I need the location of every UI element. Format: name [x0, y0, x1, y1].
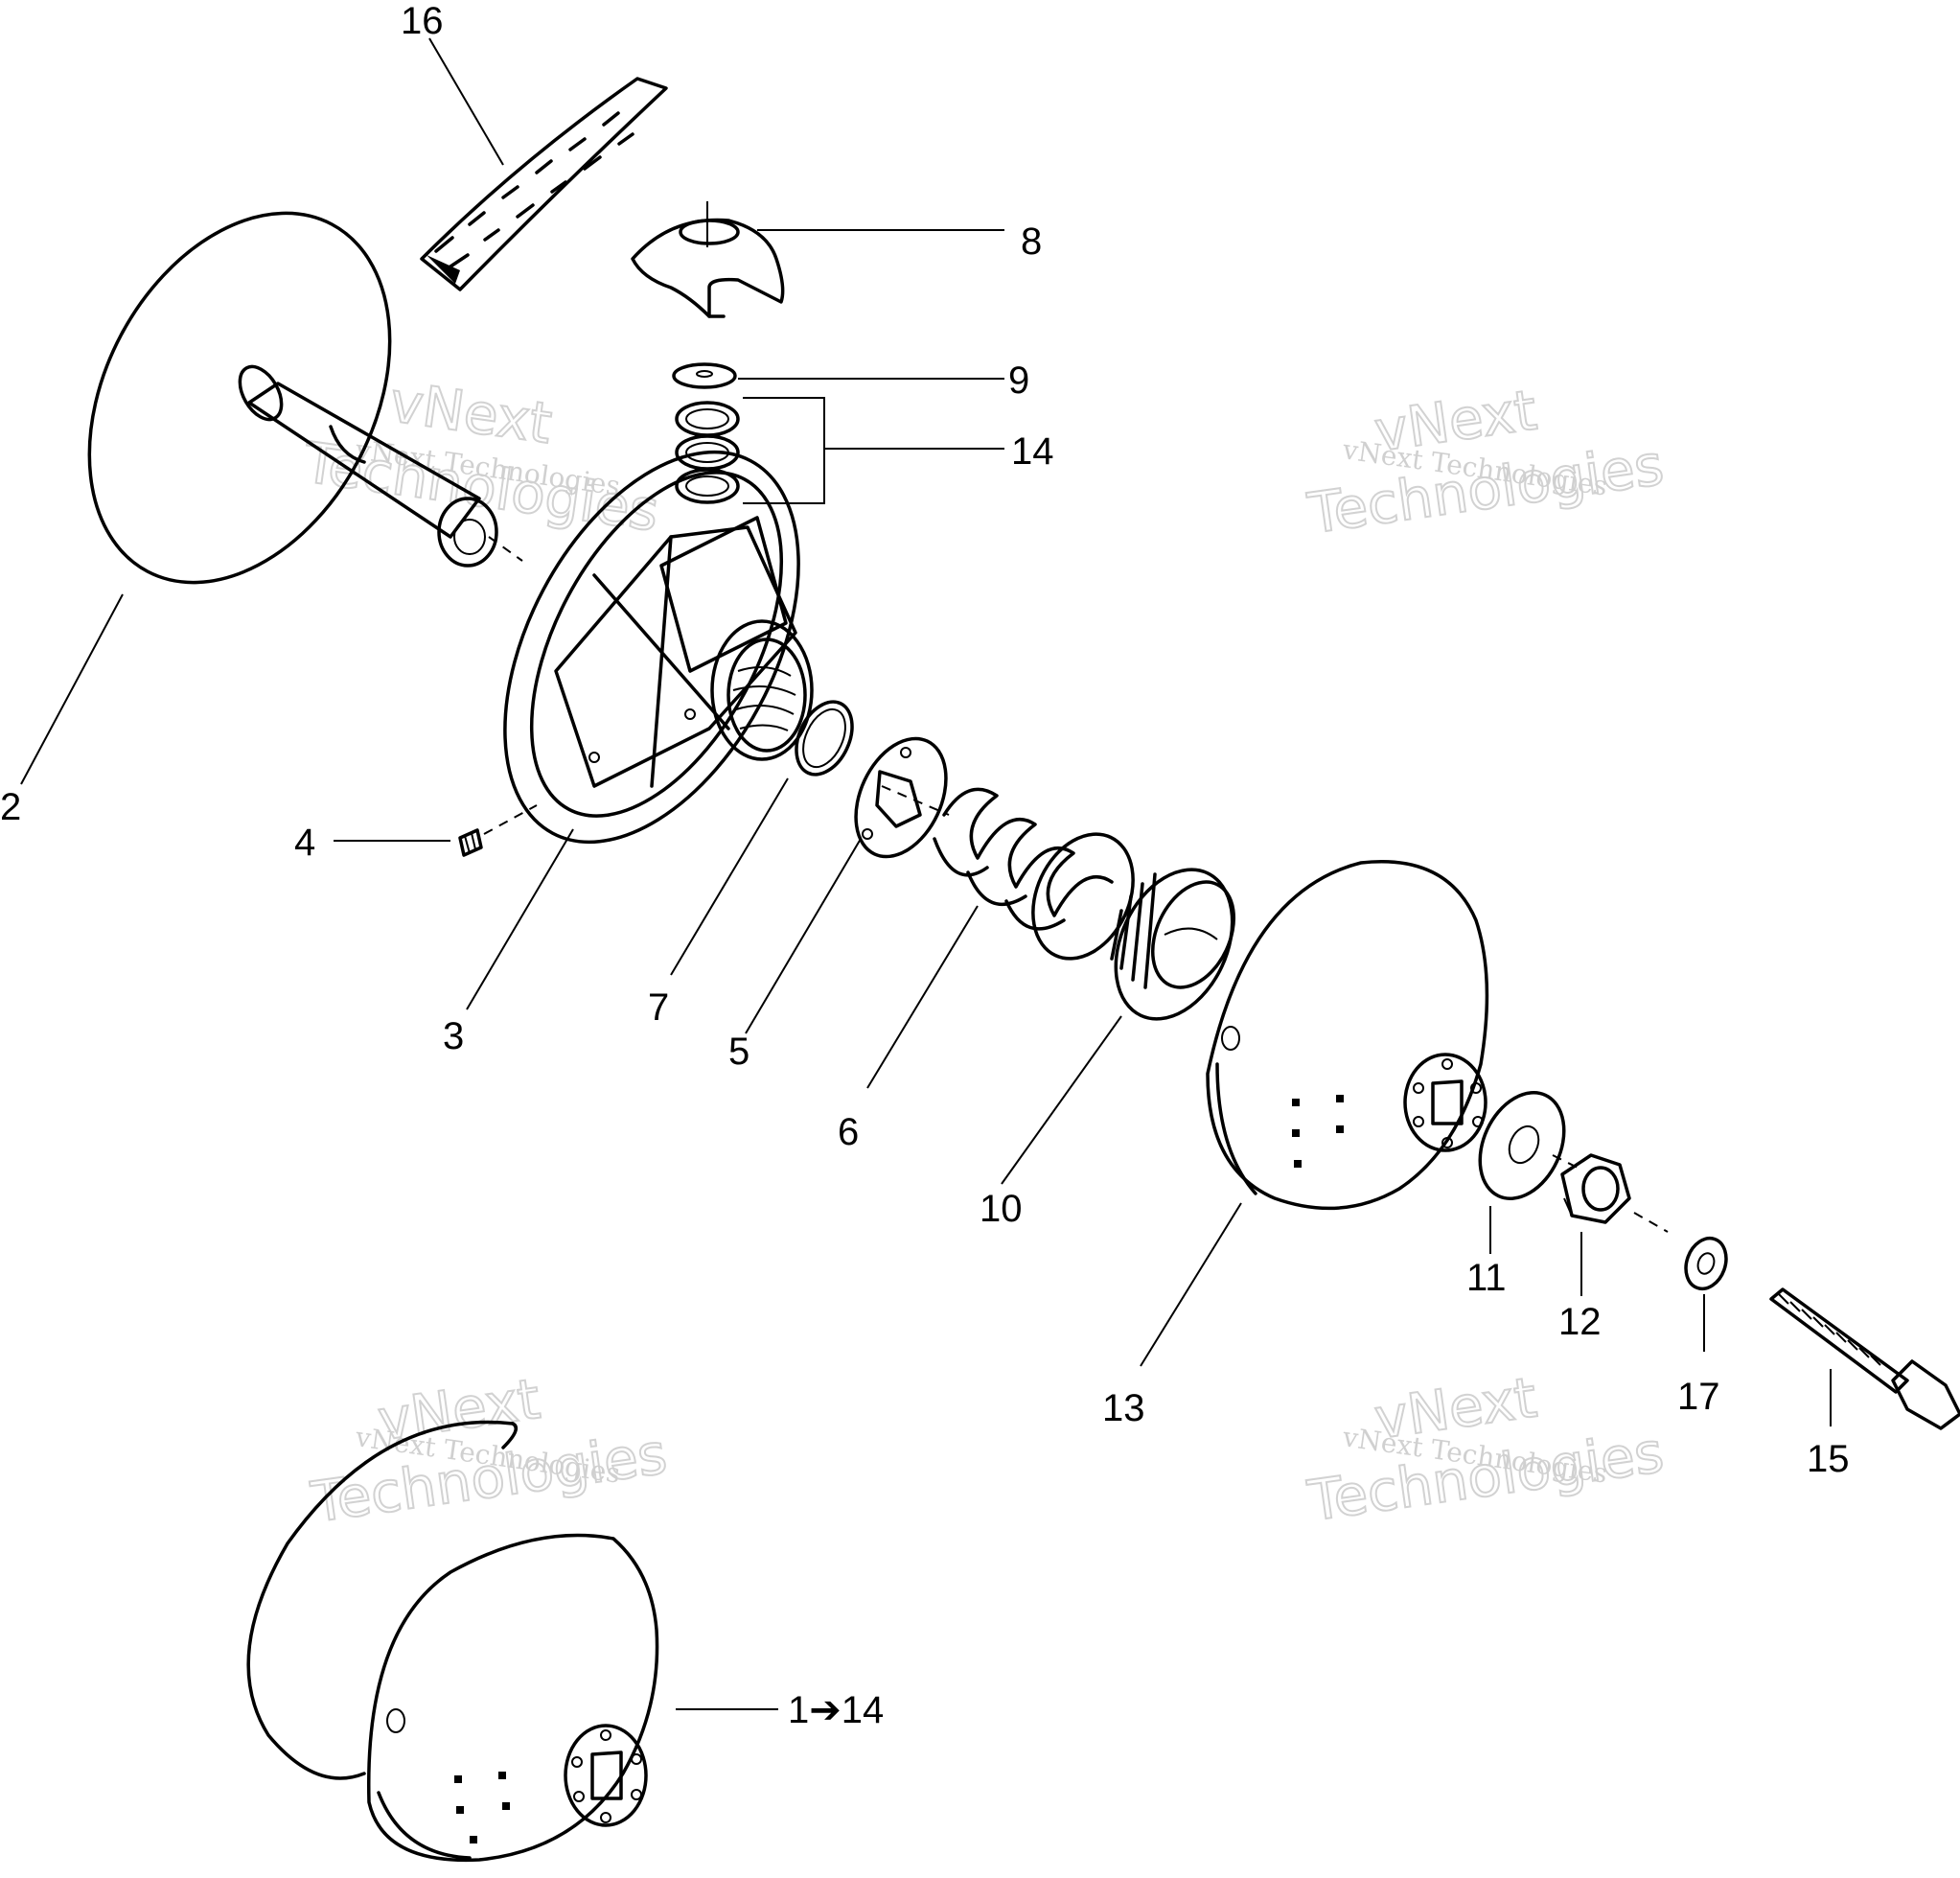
- washer-part-9: [672, 362, 737, 389]
- callout-assembly: 1➔14: [788, 1689, 884, 1731]
- callout-3: 3: [443, 1015, 464, 1057]
- callout-16: 16: [401, 0, 444, 42]
- set-screw-part-4: [458, 804, 538, 857]
- spring-part-6: [933, 787, 1135, 961]
- callout-15: 15: [1807, 1438, 1850, 1480]
- callout-4: 4: [294, 822, 315, 864]
- callout-12: 12: [1558, 1301, 1602, 1343]
- cam-arm-part-8: [631, 201, 785, 318]
- threaded-cap-part-10: [1110, 868, 1236, 1021]
- bolt-part-15: [1769, 1287, 1960, 1430]
- callout-9: 9: [1008, 359, 1029, 402]
- washer-part-11: [1478, 1091, 1582, 1200]
- callout-11: 11: [1466, 1257, 1507, 1299]
- fixed-sheave-part-2: [87, 211, 523, 585]
- leader-lines: [20, 37, 1832, 1710]
- callout-17: 17: [1677, 1376, 1720, 1418]
- movable-sheave-part-3: [503, 450, 814, 845]
- callout-7: 7: [648, 986, 669, 1029]
- callout-14: 14: [1011, 430, 1054, 473]
- lock-washer-part-17: [1684, 1236, 1728, 1291]
- o-ring-part-7: [795, 700, 854, 777]
- shims-part-14: [675, 401, 740, 504]
- callout-5: 5: [728, 1031, 749, 1073]
- callout-8: 8: [1021, 220, 1042, 263]
- callout-13: 13: [1102, 1387, 1145, 1429]
- cover-part-13: [1206, 860, 1489, 1211]
- callout-labels: 16 8 9 14 2 4 3 7 5 6 10 11 12 13 17 15 …: [0, 0, 1850, 1731]
- complete-assembly: [246, 1420, 659, 1863]
- drive-belt-part-16: [420, 77, 668, 291]
- hex-nut-part-12: [1560, 1153, 1669, 1233]
- callout-6: 6: [838, 1111, 859, 1153]
- callout-2: 2: [0, 786, 21, 828]
- spring-seat-part-5: [854, 736, 950, 859]
- callout-10: 10: [980, 1188, 1023, 1230]
